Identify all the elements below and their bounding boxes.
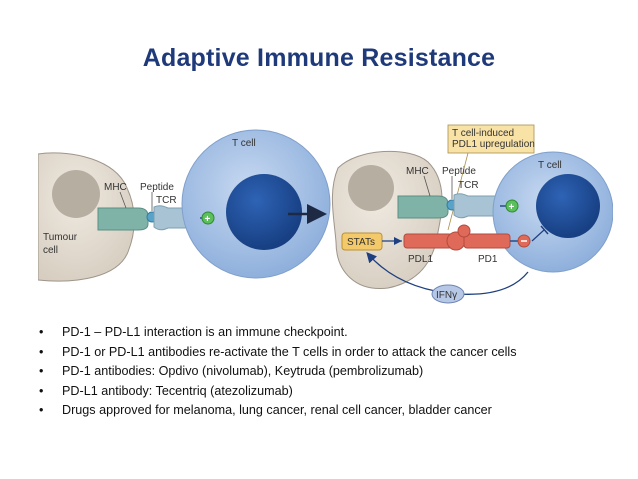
bullet-item: •PD-1 – PD-L1 interaction is an immune c… (39, 325, 348, 339)
ifn-gamma-badge (431, 284, 465, 304)
tcr-right-label: TCR (458, 180, 479, 191)
peptide-right-label: Peptide (442, 166, 476, 177)
mhc-right-label: MHC (406, 166, 429, 177)
mhc-right-icon (397, 195, 449, 219)
mhc-left-label: MHC (104, 182, 127, 193)
bullet-item: •PD-L1 antibody: Tecentriq (atezolizumab… (39, 383, 293, 398)
pd1-label: PD1 (478, 254, 498, 265)
stats-label: STATs (347, 237, 375, 248)
bullet-item: •PD-1 antibodies: Opdivo (nivolumab), Ke… (39, 364, 424, 379)
svg-text:T cell-induced PDL1 upre: T cell-induced PDL1 upregulation (452, 128, 535, 150)
bullet-item: •PD-1 or PD-L1 antibodies re-activate th… (39, 344, 517, 359)
svg-text:+: + (205, 214, 211, 225)
right-panel: T cell-induced PDL1 upregulation MHC Pep… (331, 124, 613, 304)
t-cell-right-label: T cell (538, 160, 562, 171)
activation-plus-right-icon (505, 199, 519, 213)
svg-text:+: + (509, 202, 515, 213)
mhc-left-icon (97, 207, 149, 231)
tcr-left-label: TCR (156, 195, 177, 206)
peptide-left-label: Peptide (140, 182, 174, 193)
bullet-list: •PD-1 – PD-L1 interaction is an immune c… (38, 323, 628, 421)
ifn-label: IFNγ (436, 290, 457, 301)
pdl1-icon (403, 233, 453, 249)
tumour-nucleus-right (348, 165, 394, 211)
t-cell-left-label: T cell (232, 138, 256, 149)
activation-plus-icon (201, 211, 215, 225)
pd1-icon (463, 233, 511, 249)
bullet-item: •Drugs approved for melanoma, lung cance… (39, 403, 492, 418)
pdl1-label: PDL1 (408, 254, 433, 265)
pdl1-upregulation-callout (447, 124, 535, 154)
t-cell-nucleus-left (226, 174, 302, 250)
tumour-nucleus-left (52, 170, 100, 218)
t-cell-nucleus-right (536, 174, 600, 238)
slide-title: Adaptive Immune Resistance (142, 44, 496, 72)
